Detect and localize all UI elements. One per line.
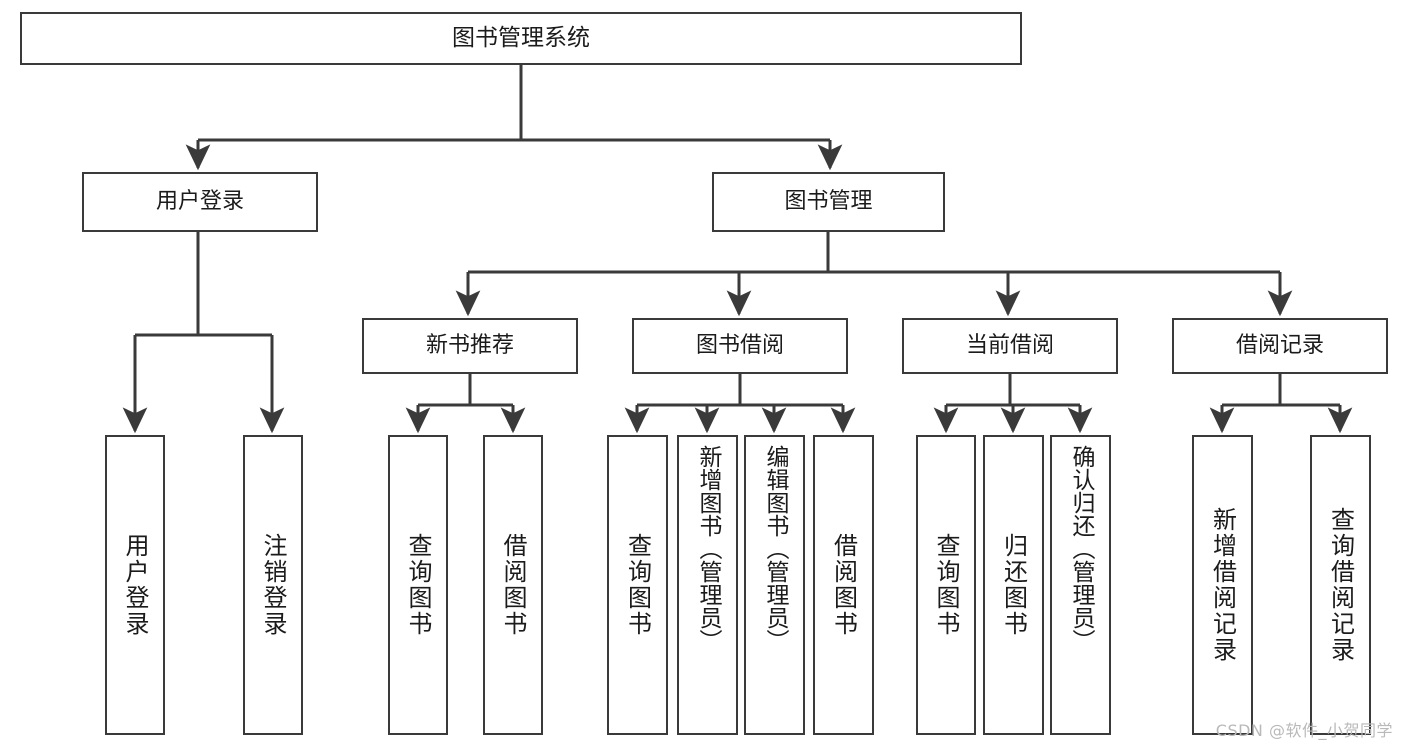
node-new-book-recommend[interactable]: 新书推荐 (362, 318, 578, 374)
node-label: 查询图书 (932, 533, 960, 637)
node-book-management-system[interactable]: 图书管理系统 (20, 12, 1022, 65)
node-label: 借阅图书 (499, 533, 527, 637)
node-borrow-book[interactable]: 借阅图书 (813, 435, 874, 735)
node-current-borrow[interactable]: 当前借阅 (902, 318, 1118, 374)
node-label: 注销登录 (259, 533, 287, 637)
node-label: 当前借阅 (965, 333, 1054, 359)
node-query-book-borrow[interactable]: 查询图书 (607, 435, 668, 735)
node-label: 新书推荐 (425, 333, 514, 359)
node-label: 编辑图书（管理员） (762, 445, 788, 652)
node-label: 确认归还（管理员） (1068, 445, 1094, 652)
node-add-book-admin[interactable]: 新增图书（管理员） (677, 435, 738, 735)
node-label: 借阅记录 (1235, 333, 1324, 359)
node-query-borrow-record[interactable]: 查询借阅记录 (1310, 435, 1371, 735)
node-user-logout-action[interactable]: 注销登录 (243, 435, 303, 735)
node-label: 用户登录 (121, 533, 149, 637)
node-label: 借阅图书 (829, 533, 858, 637)
node-borrow-book-recommend[interactable]: 借阅图书 (483, 435, 543, 735)
node-label: 图书管理 (784, 189, 873, 215)
node-query-book-recommend[interactable]: 查询图书 (388, 435, 448, 735)
node-label: 查询图书 (404, 533, 432, 637)
node-book-manage[interactable]: 图书管理 (712, 172, 945, 232)
node-label: 新增借阅记录 (1208, 507, 1237, 663)
csdn-watermark: CSDN @软件_小贺同学 (1215, 721, 1393, 740)
node-return-book[interactable]: 归还图书 (983, 435, 1044, 735)
node-user-login-action[interactable]: 用户登录 (105, 435, 165, 735)
node-book-borrow[interactable]: 图书借阅 (632, 318, 848, 374)
node-confirm-return-admin[interactable]: 确认归还（管理员） (1050, 435, 1111, 735)
node-label: 归还图书 (999, 533, 1028, 637)
node-label: 查询图书 (623, 533, 652, 637)
node-edit-book-admin[interactable]: 编辑图书（管理员） (744, 435, 805, 735)
node-label: 图书借阅 (695, 333, 784, 359)
node-label: 用户登录 (155, 189, 244, 215)
node-borrow-record[interactable]: 借阅记录 (1172, 318, 1388, 374)
node-label: 查询借阅记录 (1326, 507, 1355, 663)
node-label: 新增图书（管理员） (695, 445, 721, 652)
node-label: 图书管理系统 (452, 24, 590, 51)
node-user-login[interactable]: 用户登录 (82, 172, 318, 232)
node-query-book-current[interactable]: 查询图书 (916, 435, 976, 735)
node-add-borrow-record[interactable]: 新增借阅记录 (1192, 435, 1253, 735)
